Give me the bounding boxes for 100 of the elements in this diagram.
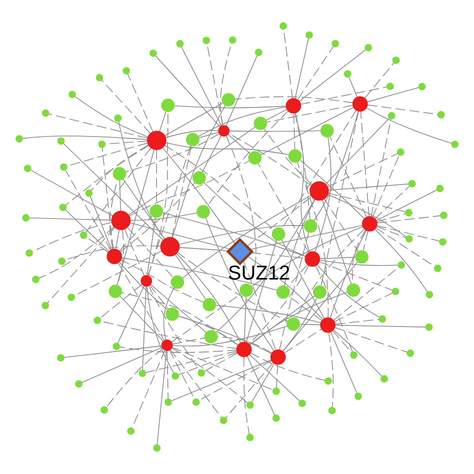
connector <box>250 292 348 345</box>
connector <box>178 315 238 346</box>
connector <box>320 110 359 286</box>
connector <box>266 104 354 122</box>
connector <box>250 252 306 259</box>
node-circle <box>304 251 320 267</box>
connector <box>90 196 112 250</box>
node-circle <box>350 351 358 359</box>
connector <box>202 135 222 173</box>
connector <box>300 86 388 105</box>
node-circle <box>309 181 329 201</box>
connector <box>294 38 309 100</box>
connector <box>48 114 148 138</box>
connector <box>330 331 358 394</box>
connector <box>142 286 147 370</box>
connector <box>248 264 310 345</box>
connector <box>162 212 306 257</box>
connector <box>115 229 120 250</box>
connector <box>288 296 322 321</box>
connector <box>129 222 230 250</box>
node-circle <box>352 96 368 112</box>
node-label: SUZ12 <box>228 262 290 285</box>
node-circle <box>270 349 286 365</box>
connector <box>258 163 310 253</box>
connector <box>120 346 238 353</box>
connector <box>316 264 380 318</box>
node-circle <box>405 235 413 243</box>
node-circle <box>146 130 166 150</box>
connector <box>333 330 382 377</box>
connector <box>284 328 322 354</box>
connector <box>260 106 354 156</box>
node-circle <box>100 406 108 414</box>
node-circle <box>57 354 64 362</box>
node-circle <box>196 205 210 218</box>
connector <box>314 136 332 252</box>
node-circle <box>426 290 434 298</box>
connector <box>205 218 274 352</box>
node-circle <box>96 74 104 82</box>
node-circle <box>236 342 252 358</box>
node-circle <box>122 67 130 74</box>
connector <box>293 113 296 150</box>
connector <box>203 182 306 257</box>
connector <box>320 256 356 260</box>
node-circle <box>362 216 378 232</box>
node-circle <box>346 283 360 297</box>
connector <box>249 354 300 402</box>
node-circle <box>138 370 146 378</box>
connector <box>30 170 114 216</box>
connector <box>264 128 312 185</box>
connector <box>243 356 250 435</box>
connector <box>124 228 145 276</box>
connector <box>146 216 156 276</box>
connector <box>165 142 290 156</box>
node-circle <box>202 298 216 312</box>
connector <box>119 179 122 212</box>
node-circle <box>94 316 102 324</box>
connector <box>171 346 274 390</box>
node-circle <box>114 114 122 122</box>
node-circle <box>254 48 262 56</box>
connector <box>121 257 278 291</box>
connector <box>204 352 238 372</box>
node-circle <box>418 82 426 90</box>
connector <box>64 209 110 252</box>
connector <box>90 144 149 191</box>
node-circle <box>204 330 218 344</box>
node-circle <box>440 212 448 220</box>
connector <box>334 292 393 322</box>
node-circle <box>222 93 236 106</box>
connector <box>172 337 206 345</box>
connector <box>227 134 251 154</box>
connector <box>132 349 166 428</box>
connector <box>172 146 192 238</box>
node-circle <box>313 285 326 299</box>
connector <box>332 330 352 353</box>
connector <box>178 225 305 245</box>
connector <box>125 133 220 172</box>
node-circle <box>192 171 206 185</box>
connector <box>148 285 200 370</box>
connector <box>148 145 192 276</box>
connector <box>324 198 359 252</box>
connector <box>376 226 406 238</box>
connector <box>244 296 246 343</box>
connector <box>102 80 151 134</box>
connector <box>128 126 256 216</box>
node-circle <box>306 31 313 39</box>
node-circle <box>60 163 68 171</box>
connector <box>279 232 310 350</box>
connector <box>174 105 286 108</box>
node-circle <box>398 261 406 269</box>
node-circle <box>240 283 254 297</box>
node-circle <box>111 210 131 230</box>
connector <box>328 184 410 191</box>
connector <box>376 225 440 242</box>
node-circle <box>68 90 76 98</box>
connector <box>300 324 321 326</box>
node-circle <box>405 208 412 216</box>
connector <box>63 143 164 241</box>
node-circle <box>378 315 386 323</box>
node-circle <box>320 124 334 138</box>
node-circle <box>112 342 120 350</box>
